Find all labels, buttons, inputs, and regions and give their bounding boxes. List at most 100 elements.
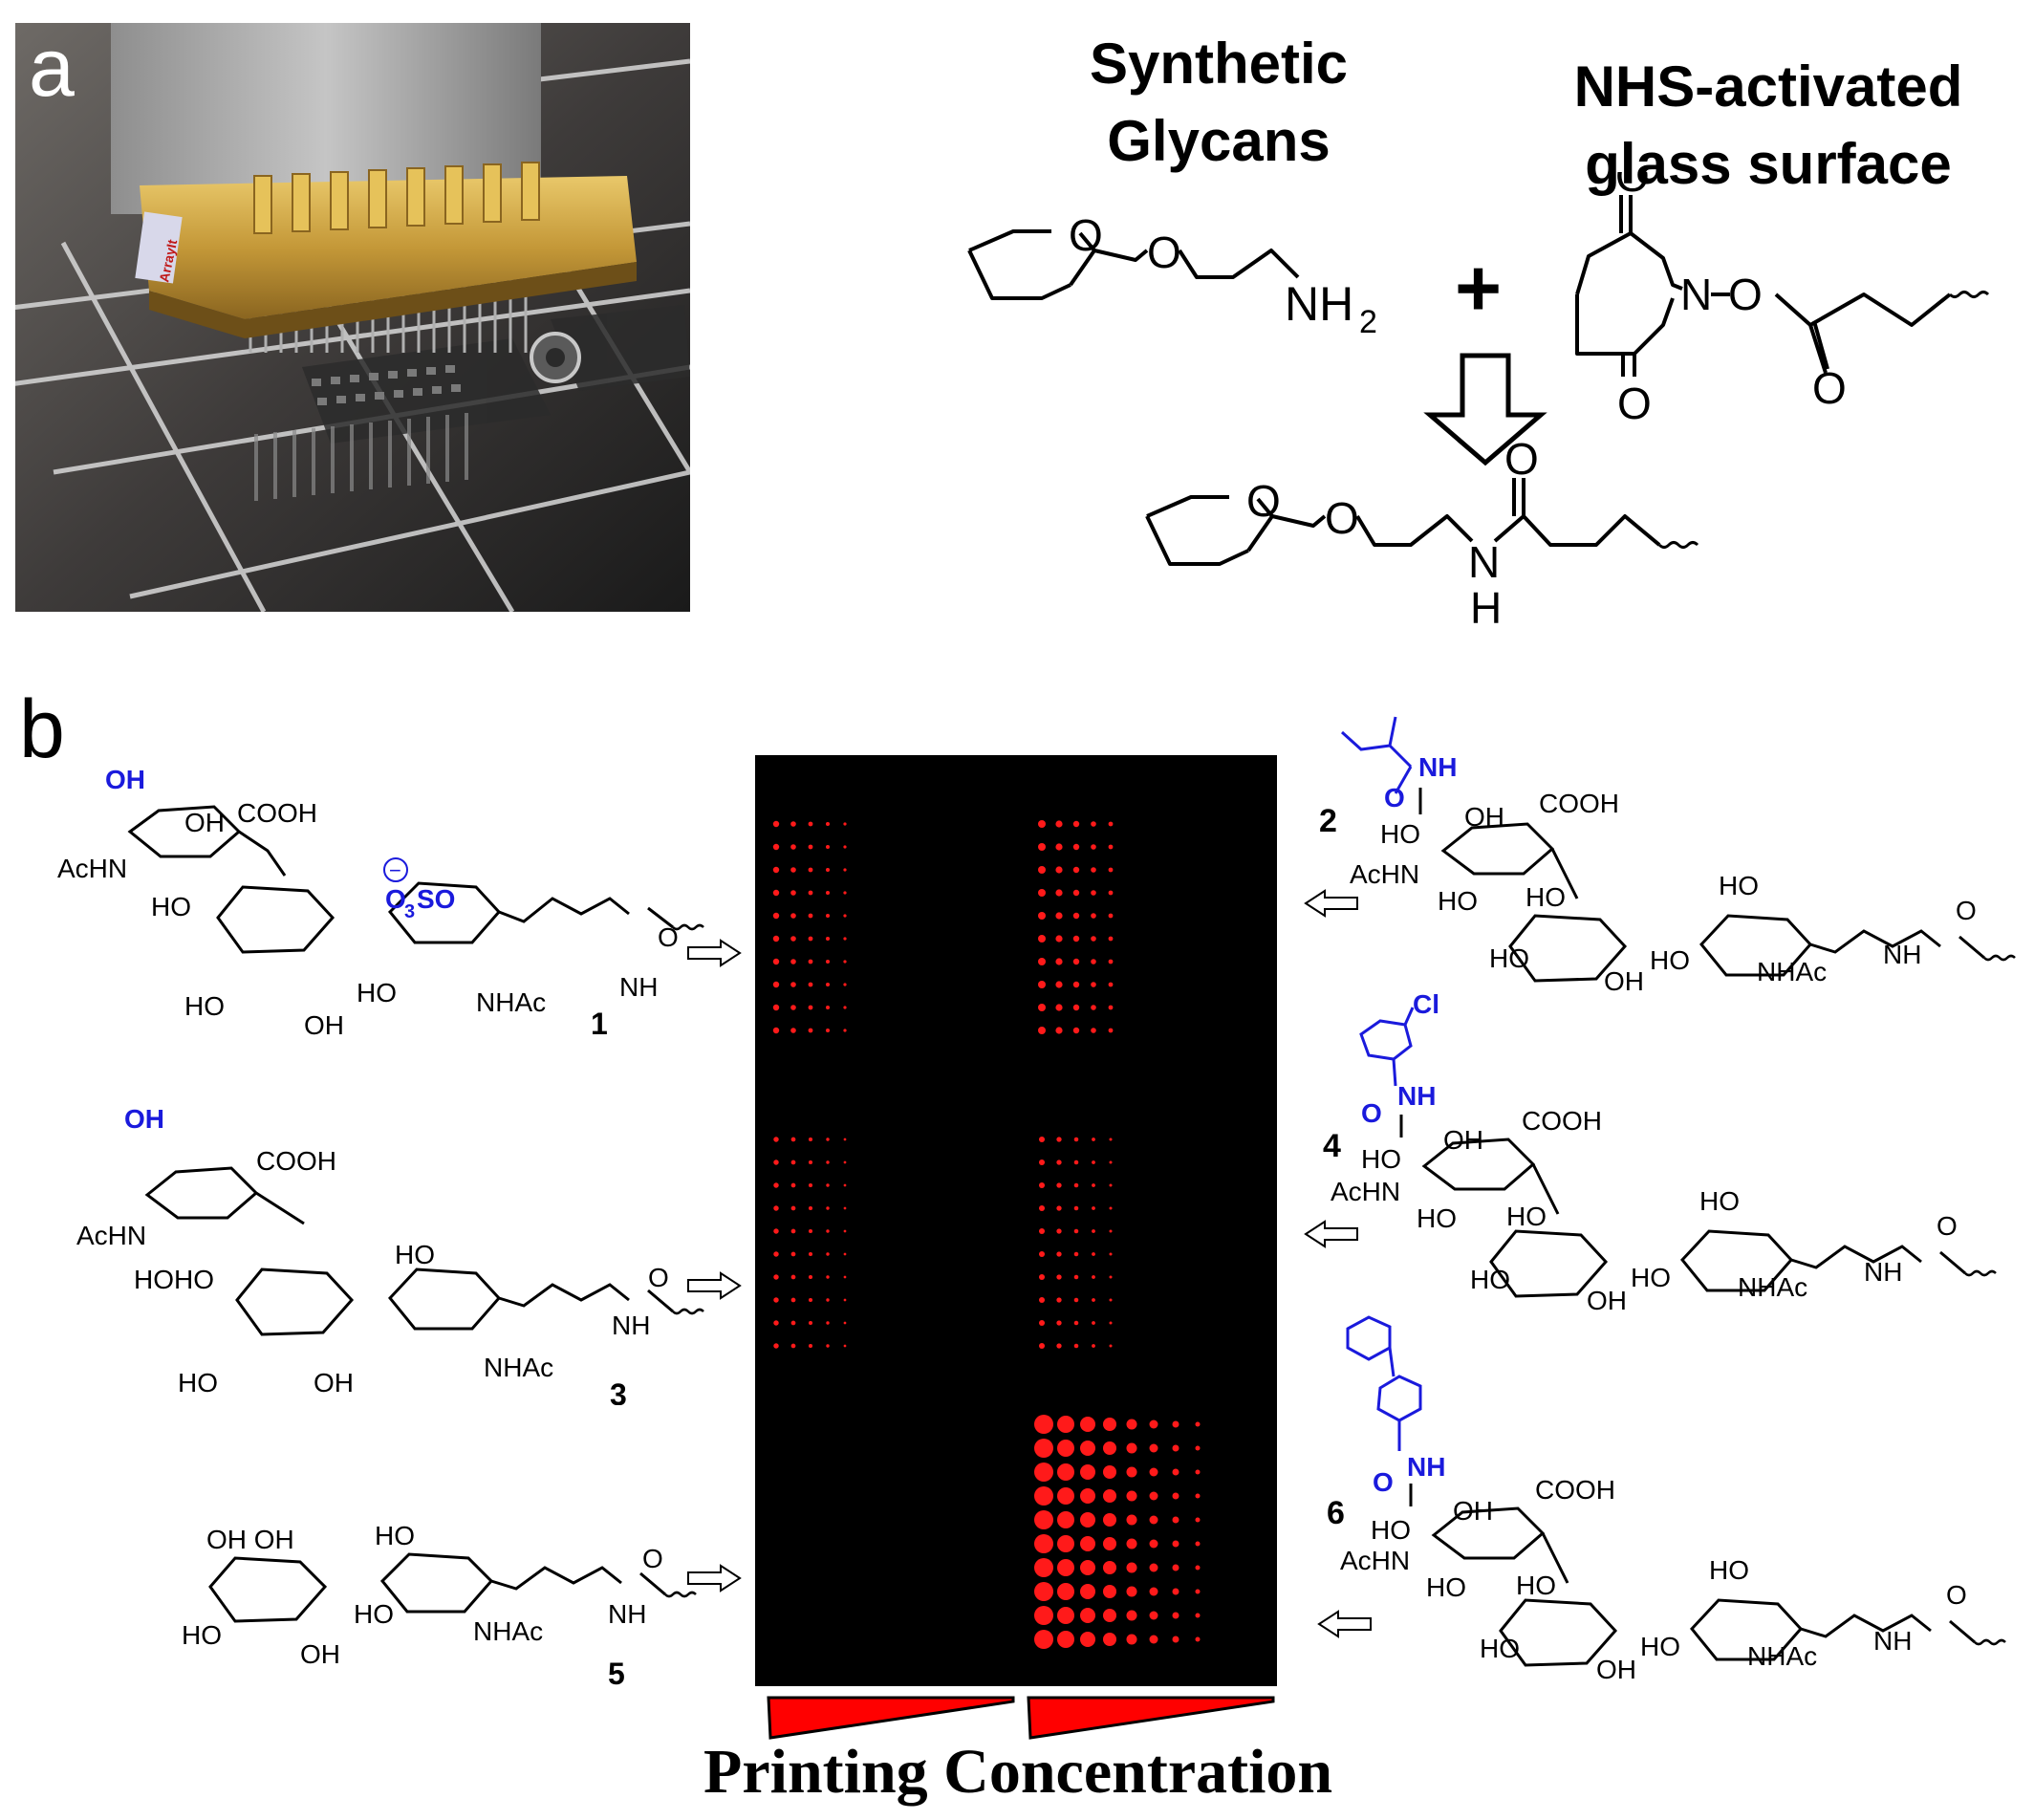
array-spot: [826, 1298, 830, 1302]
array-spot: [1126, 1466, 1137, 1478]
array-spot: [1103, 1489, 1116, 1503]
array-spot: [808, 1251, 813, 1257]
array-spot: [773, 1251, 779, 1257]
array-spot: [1056, 1205, 1062, 1211]
array-spot: [1109, 1160, 1113, 1164]
printing-concentration-label: Printing Concentration: [703, 1737, 1333, 1807]
array-spot: [1195, 1517, 1201, 1523]
array-spot: [826, 868, 830, 872]
amide-oxygen: O: [1504, 434, 1539, 484]
array-spot: [1092, 1138, 1095, 1141]
array-spot: [826, 1006, 830, 1009]
array-spot: [808, 1320, 813, 1326]
array-spot: [826, 1252, 830, 1256]
o-label: O: [648, 1263, 669, 1292]
array-spot: [773, 1297, 779, 1303]
ho-label: HO: [1489, 943, 1529, 973]
nh-label: NH: [612, 1311, 650, 1340]
array-spot: [1091, 867, 1096, 873]
array-spot: [1126, 1538, 1137, 1549]
array-spot: [1073, 1274, 1079, 1280]
ohoh-label: OH OH: [206, 1525, 294, 1554]
array-spot: [790, 936, 796, 942]
ho-label: HO: [1631, 1263, 1671, 1292]
ho-label: HO: [1470, 1265, 1510, 1294]
array-spot: [1034, 1558, 1053, 1577]
array-spot: [790, 1005, 796, 1010]
compound-2-number: 2: [1319, 803, 1337, 839]
array-spot: [826, 891, 830, 895]
array-spot: [1103, 1441, 1116, 1455]
nh-label: NH: [1873, 1626, 1912, 1656]
arrow-left-icon: [1304, 1220, 1358, 1248]
array-spot: [843, 1006, 847, 1009]
array-spot: [790, 1228, 796, 1234]
array-spot: [1057, 1463, 1074, 1481]
array-spot: [1195, 1565, 1201, 1571]
array-spot: [1057, 1607, 1074, 1624]
sulfate-subscript: 3: [404, 901, 415, 922]
array-spot: [1038, 1250, 1046, 1258]
array-spot: [790, 1159, 796, 1165]
array-spot: [1034, 1582, 1053, 1601]
compound-6-structure: NH O 6 COOH HO OH AcHN HO HO HO HO OH HO…: [1327, 1315, 2006, 1684]
ho-label: HO: [1361, 1144, 1401, 1174]
array-spot: [1149, 1419, 1158, 1429]
array-spot: [1108, 821, 1114, 827]
array-spot: [808, 1182, 813, 1188]
array-spot: [1055, 1004, 1063, 1011]
array-spot: [1056, 1320, 1062, 1326]
array-spot: [1056, 1343, 1062, 1349]
array-spot: [1038, 1273, 1046, 1281]
array-spot: [1057, 1416, 1074, 1433]
array-spot: [1038, 1204, 1046, 1212]
array-spot: [808, 1228, 813, 1234]
array-spot: [1073, 1320, 1079, 1326]
oh-label: OH: [1443, 1125, 1483, 1155]
array-spot: [773, 1137, 779, 1142]
array-spot: [1103, 1418, 1116, 1431]
array-spot: [1091, 821, 1096, 827]
hoho-label: HOHO: [134, 1265, 214, 1294]
array-spot: [1103, 1561, 1116, 1574]
array-spots: [772, 820, 1201, 1649]
array-spot: [826, 1138, 830, 1141]
array-spot: [1092, 1252, 1095, 1256]
nhs-nitrogen: N: [1680, 270, 1712, 319]
reaction-arrow-icon: [1423, 353, 1547, 466]
array-spot: [1056, 1274, 1062, 1280]
ho-label: HO: [1699, 1186, 1740, 1216]
array-spot: [1108, 890, 1114, 896]
array-spot: [826, 1344, 830, 1348]
array-spot: [1126, 1586, 1137, 1597]
array-spot: [1149, 1611, 1158, 1620]
array-spot: [1057, 1583, 1074, 1600]
array-spot: [1055, 912, 1063, 920]
array-spot: [826, 937, 830, 941]
compound-4-structure: Cl NH O 4 COOH HO OH AcHN HO HO HO HO OH…: [1323, 989, 1997, 1315]
array-spot: [1172, 1516, 1179, 1524]
array-spot: [1072, 935, 1080, 942]
array-spot: [1080, 1632, 1095, 1647]
array-spot: [772, 935, 780, 942]
array-spot: [826, 960, 830, 964]
array-spot: [1038, 981, 1046, 988]
ring-oxygen: O: [1069, 210, 1103, 260]
array-spot: [1034, 1415, 1053, 1434]
array-spot: [1195, 1613, 1201, 1618]
array-spot: [1038, 958, 1046, 965]
array-spot: [1109, 1183, 1113, 1187]
array-spot: [790, 1205, 796, 1211]
o-label: O: [1956, 896, 1977, 925]
array-spot: [790, 1251, 796, 1257]
array-spot: [1091, 913, 1096, 919]
oh-label: OH: [1453, 1496, 1493, 1526]
compound-4-cl-highlight: Cl: [1413, 989, 1439, 1019]
compound-1-structure: OH COOH AcHN HO OH O 3 SO − HO OH HO NHA…: [57, 765, 704, 1041]
array-spot: [1055, 935, 1063, 942]
array-spot: [773, 1274, 779, 1280]
ho-label: HO: [375, 1521, 415, 1550]
array-spot: [1056, 1297, 1062, 1303]
array-spot: [826, 983, 830, 986]
array-spot: [1109, 1206, 1113, 1210]
